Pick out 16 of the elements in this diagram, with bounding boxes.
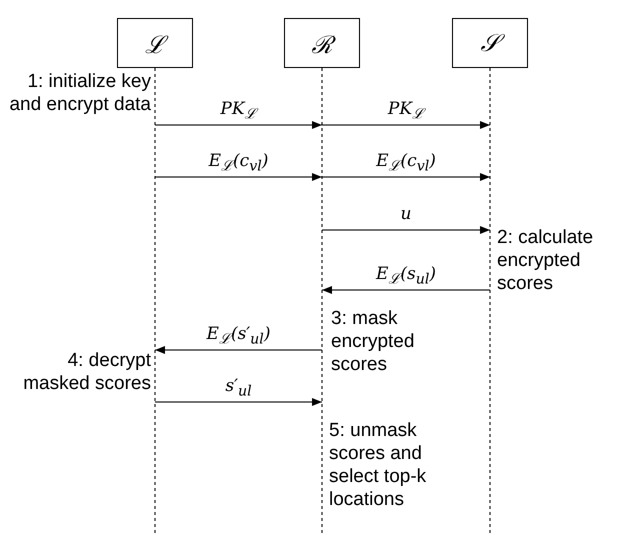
message-arrow — [322, 286, 490, 294]
message-arrow — [322, 226, 490, 234]
message-arrow — [154, 398, 322, 406]
message-arrow — [154, 121, 322, 129]
step-note: 3: mask encrypted scores — [331, 307, 416, 376]
message-arrow — [154, 346, 322, 354]
message-arrow — [322, 121, 490, 129]
step-note: 1: initialize key and encrypt data — [8, 70, 151, 116]
participant-box: ℒ — [117, 18, 193, 68]
message-arrow — [322, 173, 490, 181]
step-note: 2: calculate encrypted scores — [497, 226, 594, 295]
participant-box: ℛ — [284, 18, 360, 68]
step-note: 5: unmask scores and select top-k locations — [329, 419, 428, 511]
step-note: 4: decrypt masked scores — [22, 349, 151, 395]
participant-box: 𝒮 — [452, 18, 528, 68]
message-arrow — [154, 173, 322, 181]
